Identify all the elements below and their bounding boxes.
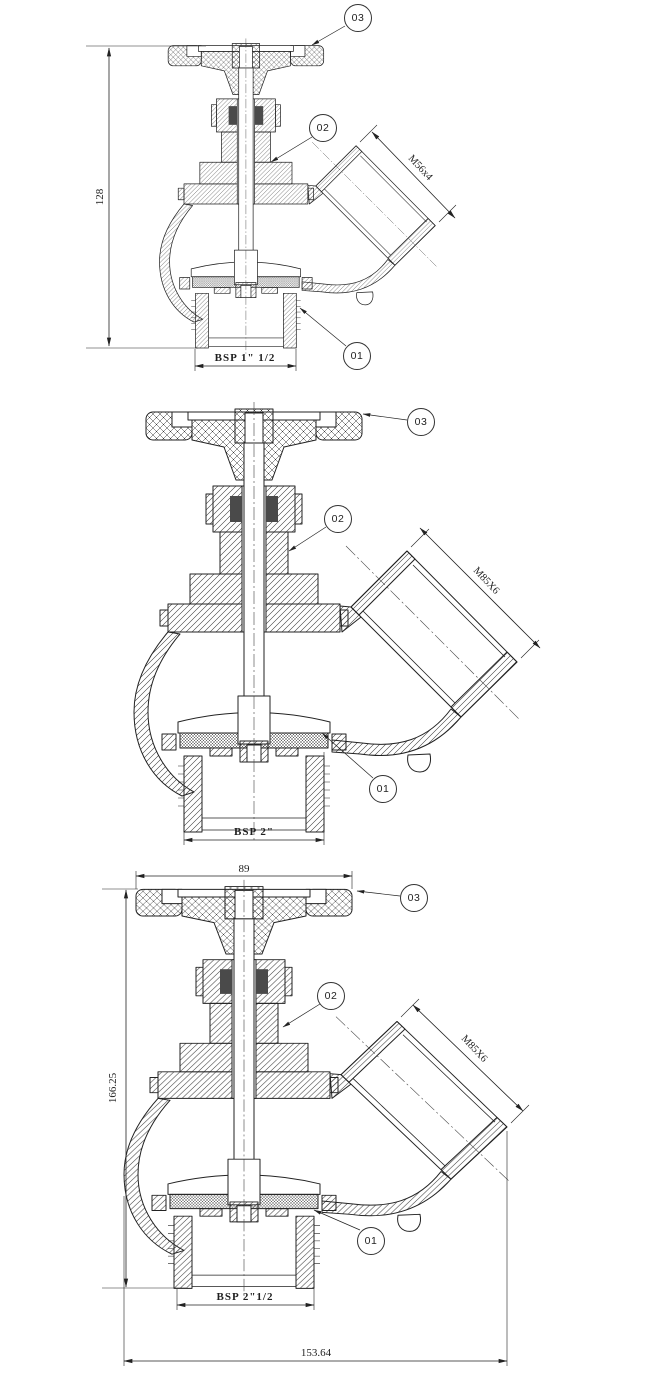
dim-top-width-bottom: 89 xyxy=(238,863,250,875)
dimension-lines-bottom xyxy=(102,871,530,1366)
dim-height-top: 128 xyxy=(94,188,106,206)
dim-inlet-size-middle: BSP 2" xyxy=(234,826,274,838)
dimension-lines-middle xyxy=(183,413,541,845)
balloon-02-top: 02 xyxy=(309,114,337,142)
balloon-03-top: 03 xyxy=(344,4,372,32)
balloon-03-bottom: 03 xyxy=(400,884,428,912)
dimension-lines-top xyxy=(86,25,457,371)
balloon-01-top: 01 xyxy=(343,342,371,370)
balloon-02-middle: 02 xyxy=(324,505,352,533)
balloon-02-bottom: 02 xyxy=(317,982,345,1010)
valve-view-middle xyxy=(133,401,521,843)
dim-inlet-size-bottom: BSP 2"1/2 xyxy=(216,1291,274,1303)
valve-view-bottom xyxy=(123,879,511,1299)
balloon-01-bottom: 01 xyxy=(357,1227,385,1255)
balloon-03-middle: 03 xyxy=(407,408,435,436)
dim-height-bottom: 166.25 xyxy=(107,1072,119,1104)
dim-inlet-size-top: BSP 1" 1/2 xyxy=(214,352,276,364)
balloon-01-middle: 01 xyxy=(369,775,397,803)
dim-overall-width-bottom: 153.64 xyxy=(300,1347,332,1359)
valve-view-top xyxy=(159,38,438,356)
